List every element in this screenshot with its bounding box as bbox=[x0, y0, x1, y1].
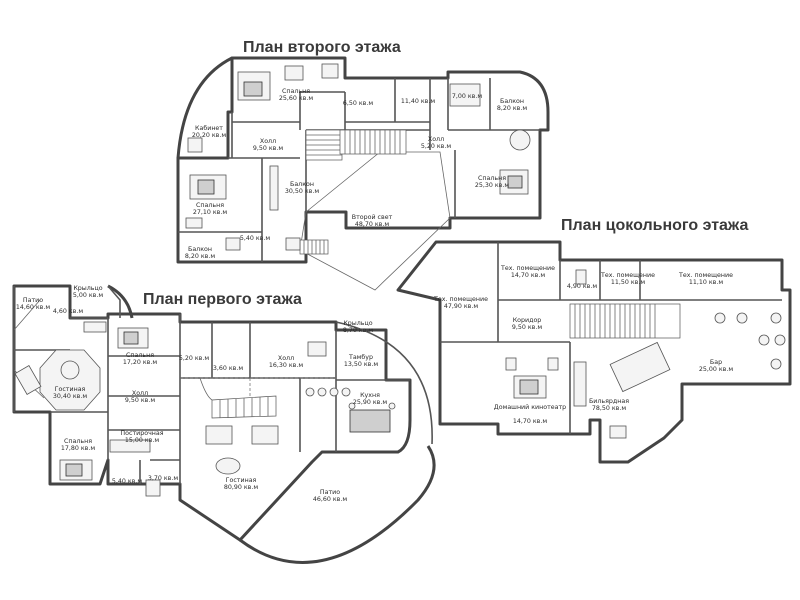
second-floor-room-labels: Кабинет 20,20 кв.м Спальня 25,60 кв.м 6,… bbox=[185, 88, 528, 260]
room-name: Спальня bbox=[126, 352, 154, 359]
room-area: 78,50 кв.м bbox=[592, 405, 627, 412]
room-name: Холл bbox=[260, 138, 276, 145]
second-floor-plan bbox=[176, 56, 550, 291]
room-area: 17,80 кв.м bbox=[61, 445, 96, 452]
room-name: Второй свет bbox=[352, 213, 393, 221]
room-area: 5,40 кв.м bbox=[240, 235, 271, 242]
room-area: 11,40 кв.м bbox=[401, 98, 436, 105]
room-area: 25,30 кв.м bbox=[475, 182, 510, 189]
room-area: 13,50 кв.м bbox=[344, 361, 379, 368]
basement-title: План цокольного этажа bbox=[561, 217, 748, 234]
room-name: Постирочная bbox=[120, 430, 163, 437]
room-name: Тех. помещение bbox=[433, 296, 488, 303]
room-area: 11,10 кв.м bbox=[689, 279, 724, 286]
room-area: 16,30 кв.м bbox=[269, 362, 304, 369]
room-name: Патио bbox=[320, 489, 340, 496]
room-area: 6,50 кв.м bbox=[343, 100, 374, 107]
room-name: Холл bbox=[132, 390, 148, 397]
room-name: Патио bbox=[23, 297, 43, 304]
room-area: 15,00 кв.м bbox=[125, 437, 160, 444]
room-area: 5,40 кв.м bbox=[112, 478, 143, 485]
basement-plan bbox=[396, 240, 792, 464]
room-area: 8,20 кв.м bbox=[497, 105, 528, 112]
room-name: Спальня bbox=[478, 175, 506, 182]
room-area: 17,20 кв.м bbox=[123, 359, 158, 366]
room-area: 14,60 кв.м bbox=[16, 304, 51, 311]
room-area: 30,40 кв.м bbox=[53, 393, 88, 400]
room-name: Холл bbox=[278, 355, 294, 362]
room-name: Тех. помещение bbox=[678, 272, 733, 279]
room-name: Коридор bbox=[513, 317, 542, 324]
room-area: 25,00 кв.м bbox=[699, 366, 734, 373]
room-name: Балкон bbox=[188, 246, 212, 253]
room-name: Бильярдная bbox=[589, 398, 629, 405]
room-name: Бар bbox=[710, 359, 722, 366]
room-name: Домашний кинотеатр bbox=[494, 403, 566, 411]
room-name: Тамбур bbox=[348, 353, 373, 361]
first-floor-title: План первого этажа bbox=[143, 291, 302, 308]
room-area: 14,70 кв.м bbox=[511, 272, 546, 279]
room-name: Крыльцо bbox=[343, 320, 372, 327]
room-area: 3,60 кв.м bbox=[213, 365, 244, 372]
room-area: 4,60 кв.м bbox=[53, 308, 84, 315]
room-name: Спальня bbox=[196, 202, 224, 209]
room-name: Тех. помещение bbox=[500, 265, 555, 272]
room-name: Холл bbox=[428, 136, 444, 143]
room-area: 46,60 кв.м bbox=[313, 496, 348, 503]
room-area: 3,70 кв.м bbox=[148, 475, 179, 482]
basement-room-labels: Тех. помещение 14,70 кв.м Тех. помещение… bbox=[433, 265, 733, 425]
room-area: 25,60 кв.м bbox=[279, 95, 314, 102]
room-area: 48,70 кв.м bbox=[355, 221, 390, 228]
room-name: Гостиная bbox=[55, 386, 86, 393]
first-floor-plan bbox=[12, 284, 436, 564]
room-area: 20,20 кв.м bbox=[192, 132, 227, 139]
room-area: 27,10 кв.м bbox=[193, 209, 228, 216]
first-floor-room-labels: Патио 14,60 кв.м Крыльцо 5,00 кв.м 4,60 … bbox=[16, 285, 388, 503]
room-area: 11,50 кв.м bbox=[611, 279, 646, 286]
room-area: 80,90 кв.м bbox=[224, 484, 259, 491]
room-area: 5,20 кв.м bbox=[179, 355, 210, 362]
room-area: 4,90 кв.м bbox=[567, 283, 598, 290]
room-name: Спальня bbox=[64, 438, 92, 445]
room-area: 9,50 кв.м bbox=[253, 145, 284, 152]
room-area: 30,50 кв.м bbox=[285, 188, 320, 195]
room-name: Балкон bbox=[500, 98, 524, 105]
room-area: 7,00 кв.м bbox=[452, 93, 483, 100]
second-floor-title: План второго этажа bbox=[243, 39, 401, 56]
room-area: 8,70 кв.м bbox=[343, 327, 374, 334]
room-area: 8,20 кв.м bbox=[185, 253, 216, 260]
room-name: Кухня bbox=[360, 392, 380, 399]
room-area: 14,70 кв.м bbox=[513, 418, 548, 425]
room-name: Тех. помещение bbox=[600, 272, 655, 279]
room-area: 25,90 кв.м bbox=[353, 399, 388, 406]
room-name: Балкон bbox=[290, 181, 314, 188]
room-area: 5,00 кв.м bbox=[73, 292, 104, 299]
room-area: 9,50 кв.м bbox=[512, 324, 543, 331]
room-name: Крыльцо bbox=[73, 285, 102, 292]
room-area: 47,90 кв.м bbox=[444, 303, 479, 310]
room-name: Кабинет bbox=[195, 124, 223, 132]
room-area: 9,50 кв.м bbox=[125, 397, 156, 404]
room-area: 5,20 кв.м bbox=[421, 143, 452, 150]
room-name: Гостиная bbox=[226, 477, 257, 484]
room-name: Спальня bbox=[282, 88, 310, 95]
